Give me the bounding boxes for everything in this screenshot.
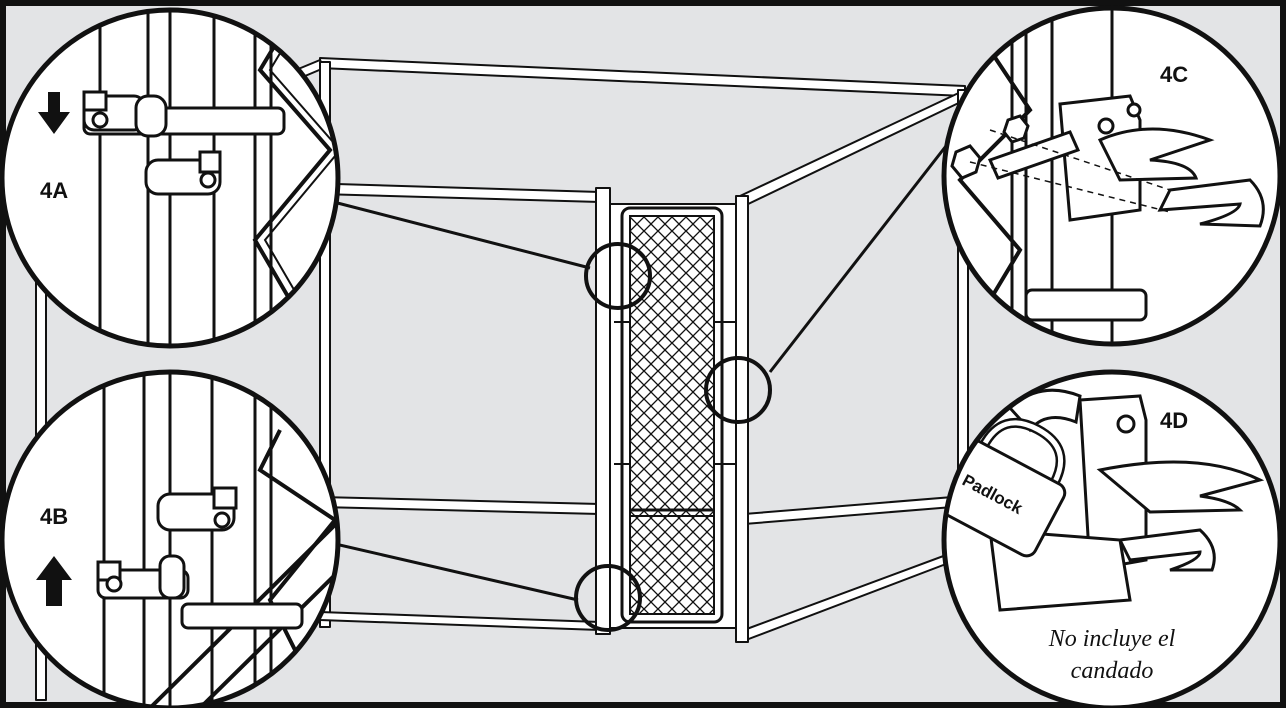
- callout-4d-label: 4D: [1160, 408, 1188, 433]
- gate: [609, 203, 737, 629]
- callout-4a-label: 4A: [40, 178, 68, 203]
- callout-4b: 4B: [0, 369, 341, 708]
- callout-4d: Padlock 4D No incluye el candado: [941, 369, 1283, 708]
- arrow-down-icon: [38, 92, 70, 134]
- detail-circles: [574, 242, 772, 632]
- leader-lines: [317, 127, 962, 602]
- callout-4c: 4C: [941, 5, 1283, 347]
- note-line-1: No incluye el: [1048, 626, 1176, 652]
- padlock-icon: Padlock: [944, 417, 1067, 558]
- callout-4b-label: 4B: [40, 504, 68, 529]
- arrow-up-icon: [36, 556, 72, 606]
- callout-4c-label: 4C: [1160, 62, 1188, 87]
- note-line-2: candado: [1071, 658, 1154, 684]
- callout-4a: 4A: [0, 7, 341, 349]
